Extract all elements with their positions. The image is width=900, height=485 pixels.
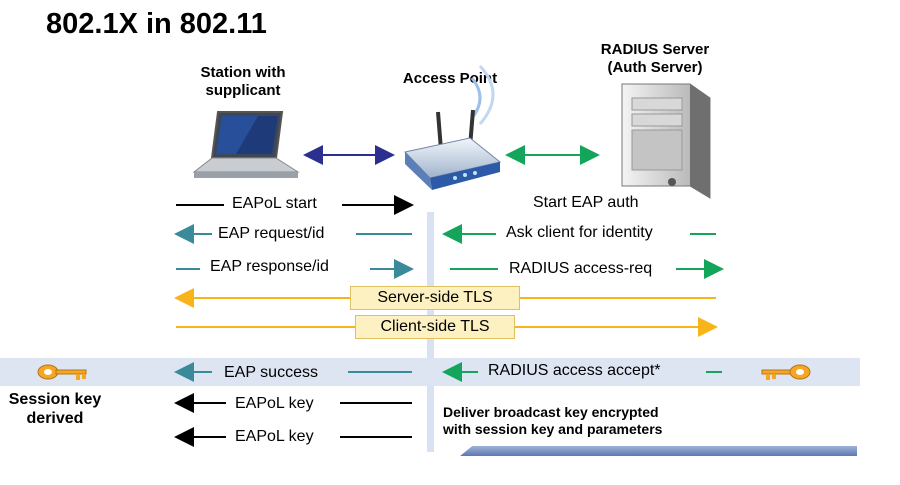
eapol-start-label: EAPoL start — [232, 195, 317, 212]
start-eap-auth-label: Start EAP auth — [533, 194, 639, 211]
eapol-key-label: EAPoL key — [235, 428, 314, 445]
eapol-key-label: EAPoL key — [235, 395, 314, 412]
partial-shape — [460, 446, 857, 456]
eap-response-label: EAP response/id — [210, 258, 329, 275]
radius-label: RADIUS Server(Auth Server) — [600, 41, 710, 76]
server-tower-icon — [621, 83, 711, 199]
radius-access-req-label: RADIUS access-req — [509, 260, 653, 277]
eap-success-label: EAP success — [224, 364, 318, 381]
page-title: 802.1X in 802.11 — [46, 8, 267, 40]
ask-identity-label: Ask client for identity — [506, 224, 653, 241]
server-tls-label: Server-side TLS — [350, 286, 520, 310]
wireless-router-icon — [404, 64, 502, 190]
radius-accept-label: RADIUS access accept* — [488, 362, 661, 379]
access-point-label: Access Point — [402, 70, 498, 87]
laptop-icon — [192, 111, 300, 178]
eap-request-label: EAP request/id — [218, 225, 325, 242]
client-tls-label: Client-side TLS — [355, 315, 515, 339]
key-icon — [37, 364, 87, 380]
key-icon — [761, 364, 811, 380]
